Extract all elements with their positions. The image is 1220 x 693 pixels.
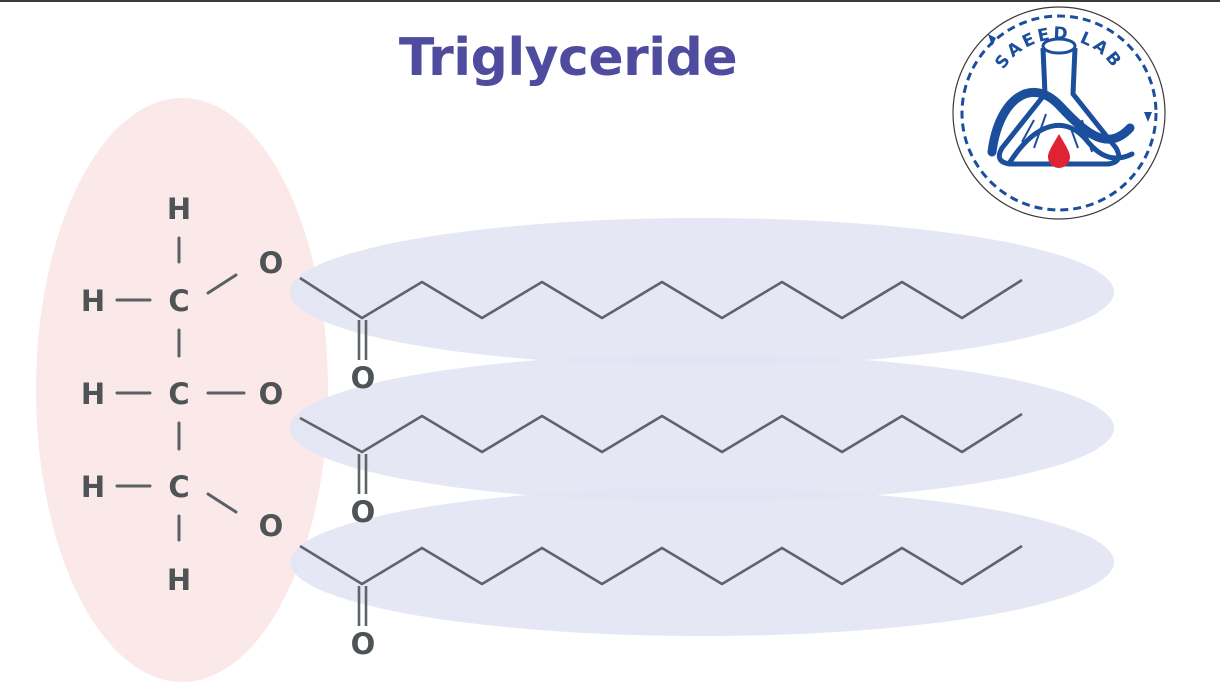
top-border: [0, 0, 1220, 2]
atom-h-left-1: H: [81, 284, 105, 318]
carbonyl-oxygen-2: O: [351, 495, 376, 529]
diagram-title: Triglyceride: [398, 28, 738, 88]
atom-h-left-2: H: [81, 377, 105, 411]
atom-h-top: H: [167, 192, 191, 226]
fatty-acid-3: O: [299, 544, 1023, 661]
fatty-acid-highlight-3: [290, 488, 1114, 636]
atom-c-2: C: [168, 377, 189, 411]
atom-o-2: O: [259, 377, 284, 411]
blood-drop-icon: [1048, 134, 1070, 168]
atom-h-left-3: H: [81, 470, 105, 504]
fatty-acid-highlight-1: [290, 218, 1114, 366]
fatty-acid-1: O: [299, 276, 1023, 395]
arc-arrow-icon: [988, 34, 996, 46]
carbonyl-oxygen-1: O: [351, 361, 376, 395]
fatty-acid-highlight-2: [290, 354, 1114, 502]
atom-c-3: C: [168, 470, 189, 504]
atom-c-1: C: [168, 284, 189, 318]
saeed-lab-logo: SAEED LAB: [952, 6, 1166, 220]
dna-helix-icon: [987, 88, 1135, 165]
atom-h-bottom: H: [167, 563, 191, 597]
glycerol-highlight: [36, 98, 328, 682]
glycerol-bonds: [115, 236, 246, 542]
atom-o-3: O: [259, 509, 284, 543]
atom-o-1: O: [259, 246, 284, 280]
fatty-acid-2: O: [299, 412, 1023, 529]
arc-arrow-icon-right: [1144, 112, 1152, 122]
carbonyl-oxygen-3: O: [351, 627, 376, 661]
